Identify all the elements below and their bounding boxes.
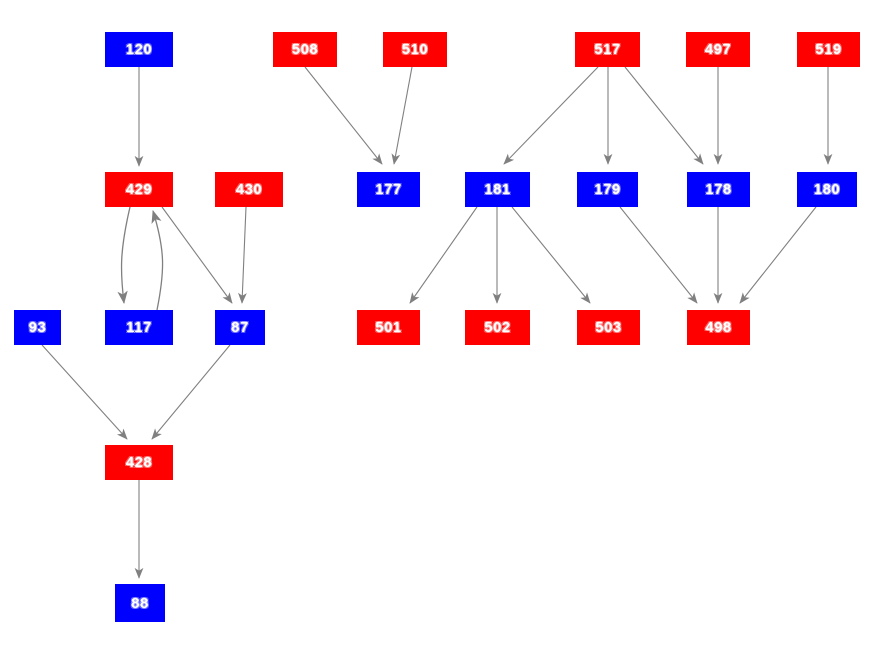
graph-node-label: 502 — [484, 319, 511, 336]
graph-node-label: 510 — [401, 41, 429, 58]
edge-93-to-428 — [41, 344, 128, 440]
graph-node-120[interactable]: 120 — [105, 32, 173, 67]
graph-node-181[interactable]: 181 — [465, 172, 530, 207]
graph-node-88[interactable]: 88 — [115, 584, 165, 622]
graph-node-87[interactable]: 87 — [215, 310, 265, 345]
graph-node-501[interactable]: 501 — [357, 310, 420, 345]
graph-node-180[interactable]: 180 — [797, 172, 857, 207]
graph-node-178[interactable]: 178 — [687, 172, 750, 207]
edge-517-to-181 — [503, 66, 599, 165]
graph-node-508[interactable]: 508 — [273, 32, 337, 67]
graph-node-label: 120 — [125, 41, 153, 58]
graph-node-label: 503 — [595, 319, 622, 336]
edge-180-to-498 — [739, 206, 817, 304]
graph-node-177[interactable]: 177 — [357, 172, 420, 207]
edge-430-to-87 — [238, 206, 247, 304]
graph-node-label: 88 — [131, 594, 149, 612]
edge-87-to-428 — [151, 344, 231, 440]
graph-node-label: 93 — [28, 319, 47, 336]
graph-node-label: 180 — [813, 181, 841, 198]
graph-node-label: 430 — [235, 181, 263, 198]
edge-508-to-177 — [304, 66, 383, 165]
edge-429-to-117 — [117, 206, 131, 305]
edge-117-to-429 — [151, 210, 164, 311]
graph-node-497[interactable]: 497 — [686, 32, 750, 67]
graph-node-label: 178 — [705, 181, 732, 198]
edge-510-to-177 — [391, 66, 413, 165]
graph-node-label: 519 — [815, 41, 842, 58]
edge-181-to-503 — [511, 206, 591, 304]
graph-node-label: 117 — [126, 319, 152, 336]
graph-node-label: 428 — [125, 454, 153, 471]
graph-node-label: 87 — [231, 319, 249, 336]
graph-node-502[interactable]: 502 — [465, 310, 530, 345]
graph-node-label: 508 — [291, 41, 319, 58]
graph-node-510[interactable]: 510 — [383, 32, 447, 67]
graph-node-label: 429 — [125, 181, 153, 198]
edge-517-to-178 — [624, 66, 704, 165]
graph-node-label: 517 — [594, 41, 621, 58]
graph-node-label: 497 — [704, 41, 732, 58]
edge-181-to-501 — [409, 206, 478, 304]
graph-node-517[interactable]: 517 — [575, 32, 640, 67]
edge-179-to-498 — [619, 206, 698, 304]
graph-node-93[interactable]: 93 — [14, 310, 61, 345]
graph-node-503[interactable]: 503 — [577, 310, 640, 345]
graph-node-519[interactable]: 519 — [797, 32, 860, 67]
graph-node-label: 498 — [705, 319, 732, 336]
graph-node-label: 181 — [484, 181, 511, 198]
graph-node-179[interactable]: 179 — [577, 172, 638, 207]
graph-node-117[interactable]: 117 — [105, 310, 173, 345]
graph-node-430[interactable]: 430 — [215, 172, 283, 207]
graph-node-429[interactable]: 429 — [105, 172, 173, 207]
graph-node-498[interactable]: 498 — [687, 310, 750, 345]
graph-node-label: 501 — [375, 319, 402, 336]
graph-node-label: 177 — [375, 181, 402, 198]
edge-429-to-87 — [161, 206, 233, 304]
graph-node-label: 179 — [594, 181, 621, 198]
graph-node-428[interactable]: 428 — [105, 445, 173, 480]
